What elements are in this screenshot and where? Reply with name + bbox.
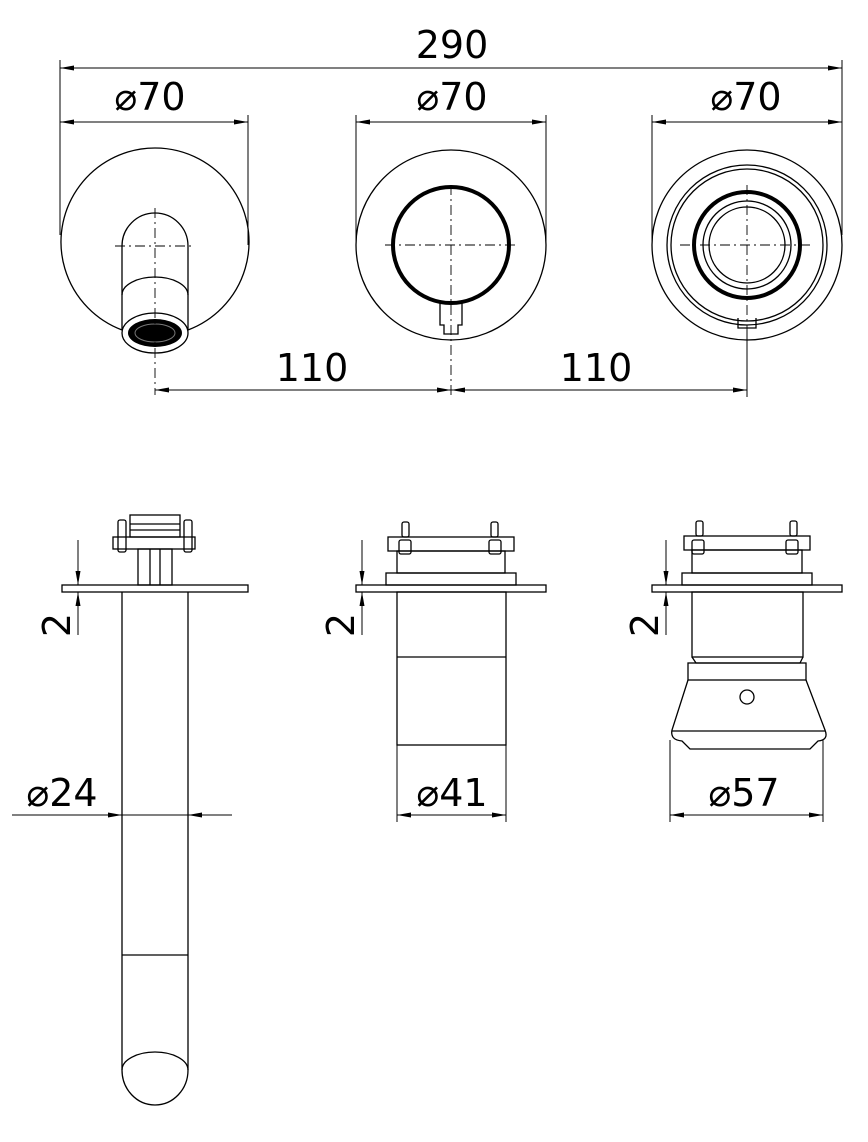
spout-plate-diameter-label: ⌀70	[114, 75, 185, 119]
mixer-plate-thickness-label: 2	[319, 613, 363, 637]
spout-side-view	[61, 514, 249, 1106]
overall-width-dimension: 290	[59, 23, 843, 235]
mixer-plate-diameter-label: ⌀70	[416, 75, 487, 119]
diverter-body-diameter-dimension: ⌀57	[670, 771, 823, 818]
diverter-plate-diameter-label: ⌀70	[710, 75, 781, 119]
plate-thickness-dimensions: 2 2 2	[35, 540, 669, 637]
diverter-body-diameter-label: ⌀57	[708, 771, 779, 815]
spout-pipe-diameter-dimension: ⌀24	[12, 771, 232, 818]
diverter-plate-diameter-dimension: ⌀70	[651, 75, 842, 245]
spout-plan-view	[60, 147, 250, 395]
spout-pipe-diameter-label: ⌀24	[26, 771, 97, 815]
mixer-body-diameter-dimension: ⌀41	[397, 771, 506, 818]
diverter-plate-thickness-label: 2	[623, 613, 667, 637]
overall-width-label: 290	[416, 23, 489, 67]
spout-plate-thickness-label: 2	[35, 613, 79, 637]
mixer-side-view	[355, 521, 547, 822]
diverter-side-view	[651, 520, 843, 822]
mixer-body-diameter-label: ⌀41	[416, 771, 487, 815]
spacing-dimensions: 110 110	[155, 330, 748, 397]
spout-plate-diameter-dimension: ⌀70	[60, 75, 249, 245]
mixer-plan-view	[355, 149, 547, 395]
spacing-left-label: 110	[276, 346, 349, 390]
diverter-plan-view	[651, 149, 843, 395]
mixer-plate-diameter-dimension: ⌀70	[355, 75, 547, 245]
spacing-right-label: 110	[560, 346, 633, 390]
